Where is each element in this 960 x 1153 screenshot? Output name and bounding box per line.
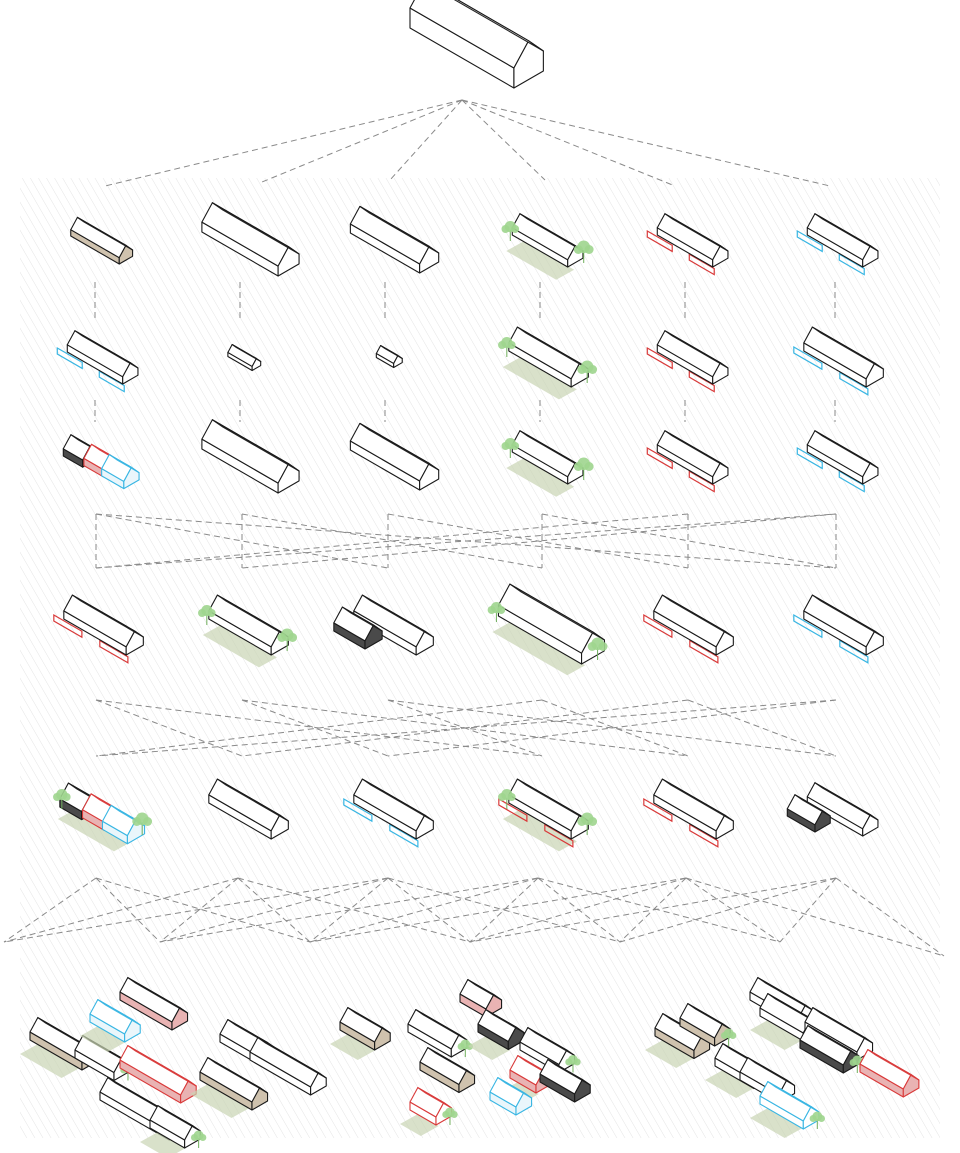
cross-connector xyxy=(241,513,543,569)
mixed-farmstead-icon xyxy=(53,782,153,852)
root-connector xyxy=(461,99,546,181)
greenhouse-icon xyxy=(56,330,139,393)
barn-red-wings-icon xyxy=(646,330,729,393)
typology-nodes xyxy=(20,0,920,1153)
cross-connector xyxy=(687,699,837,757)
barn-extension-icon xyxy=(201,419,300,494)
settlement-connector xyxy=(95,877,161,943)
cyan-barn-group-icon xyxy=(343,778,434,848)
settlement-connector xyxy=(469,877,539,943)
settlement-center-icon xyxy=(330,979,591,1136)
settlement-connector xyxy=(685,877,945,957)
red-cyan-cluster-icon xyxy=(643,594,734,664)
hatch-background xyxy=(20,178,940,1138)
barn-group-icon xyxy=(208,778,289,840)
settlement-right xyxy=(645,977,920,1138)
barn-garden-icon xyxy=(501,430,594,497)
settlement-connector xyxy=(159,877,539,943)
settlement-connector xyxy=(237,877,311,943)
settlement-connector xyxy=(3,877,389,943)
large-farmstead-icon xyxy=(487,583,608,676)
settlement-connector xyxy=(237,877,471,943)
barn-red-wings-icon xyxy=(646,430,729,493)
settlement-connector xyxy=(387,877,621,943)
barn-cyan-wings-icon xyxy=(796,213,879,276)
dark-barn-group-icon xyxy=(786,782,879,837)
wide-barn-extension-icon xyxy=(349,422,440,491)
settlement-connector xyxy=(537,877,781,943)
root-connector xyxy=(461,99,831,187)
small-barn-icon xyxy=(227,343,262,372)
settlement-left-icon xyxy=(20,977,327,1153)
barn-cyan-wings-icon xyxy=(793,326,884,396)
barn-longhouse-icon xyxy=(409,0,544,89)
settlement-connector xyxy=(387,877,471,943)
connector-lines xyxy=(3,99,945,957)
cross-connector xyxy=(241,699,389,757)
tiny-barn-icon xyxy=(375,344,403,369)
barn-red-wings-icon xyxy=(646,213,729,276)
settlement-connector xyxy=(95,877,311,943)
barn-farmstead-icon xyxy=(198,594,298,668)
red-cyan-cluster-icon xyxy=(793,594,884,664)
red-barn-group-icon xyxy=(498,778,598,852)
red-barn-group-icon xyxy=(643,778,734,848)
settlement-left xyxy=(20,977,327,1153)
wide-barn-icon xyxy=(349,205,440,274)
long-barn-icon xyxy=(201,202,300,277)
root-connector xyxy=(261,99,463,183)
settlement-connector xyxy=(835,877,945,957)
settlement-connector xyxy=(3,877,239,943)
settlement-connector xyxy=(309,877,687,943)
cross-connector xyxy=(387,513,689,569)
timber-barn-icon xyxy=(70,216,134,265)
cross-connector xyxy=(95,699,837,757)
settlement-connector xyxy=(469,877,837,943)
settlement-connector xyxy=(3,877,97,943)
cross-connector xyxy=(95,699,543,757)
settlement-connector xyxy=(619,877,837,943)
settlement-connector xyxy=(469,877,687,943)
barn-cyan-wings-icon xyxy=(796,430,879,493)
barn-with-trees-icon xyxy=(501,213,594,280)
root-connector xyxy=(104,99,463,187)
settlement-connector xyxy=(685,877,781,943)
root-connector xyxy=(461,99,676,187)
cross-connector xyxy=(541,699,689,757)
cross-connector xyxy=(387,699,837,757)
cross-connector xyxy=(95,513,837,569)
root-connector xyxy=(389,99,463,181)
dark-barn-cluster-icon xyxy=(333,594,434,656)
settlement-connector xyxy=(779,877,837,943)
cross-connector xyxy=(95,513,689,569)
settlement-center xyxy=(330,979,591,1136)
mixed-barn-icon xyxy=(62,434,140,490)
settlement-right-icon xyxy=(645,977,920,1138)
red-barn-cluster-icon xyxy=(53,594,144,664)
barn-orchard-icon xyxy=(498,326,598,400)
